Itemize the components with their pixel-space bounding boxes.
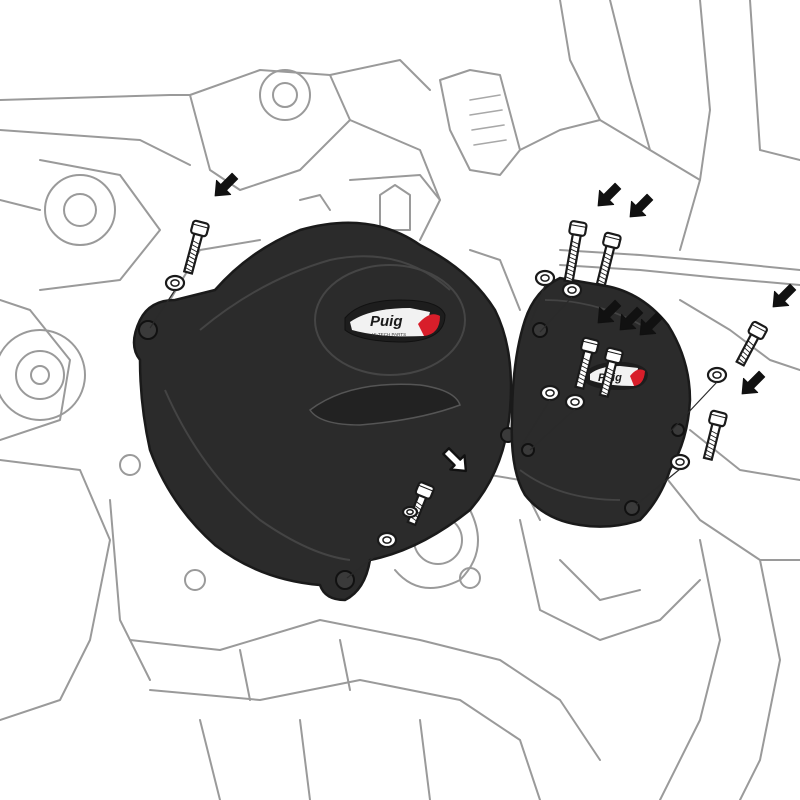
leader-line: [149, 289, 176, 329]
bolt-icon: [735, 320, 768, 367]
bolt-icon: [598, 346, 624, 399]
washer-icon: [564, 393, 586, 411]
leader-line: [519, 399, 551, 449]
washer-icon: [539, 384, 561, 402]
arrow-down-left-icon: [214, 172, 239, 197]
leader-line: [527, 284, 546, 331]
arrow-down-left-icon: [639, 311, 664, 336]
washer-icon: [534, 269, 556, 287]
bolt-icon: [574, 336, 600, 390]
arrow-down-left-icon: [772, 283, 797, 308]
leader-line: [539, 296, 573, 333]
arrow-down-left-icon: [597, 182, 622, 207]
bolt-icon: [702, 409, 728, 462]
washer-icon: [164, 274, 186, 292]
brand-logo-main-text: Puig: [370, 313, 403, 330]
mounting-hardware: [149, 219, 768, 579]
washer-icon: [706, 366, 728, 384]
bolt-icon: [595, 231, 622, 287]
clutch-cover: [132, 221, 516, 602]
direction-arrows: [214, 172, 797, 473]
bolt-icon: [182, 219, 210, 275]
brand-logo-main-subtext: HI-TECH PARTS: [372, 332, 406, 337]
washer-icon: [561, 281, 583, 299]
washer-icon: [376, 531, 398, 549]
washer-icon: [401, 505, 419, 519]
arrow-down-right-icon: [442, 447, 468, 473]
bolt-icon: [563, 220, 588, 284]
leader-line: [635, 468, 681, 506]
leader-line: [669, 381, 718, 433]
leader-line: [529, 408, 576, 451]
arrow-down-left-icon: [597, 299, 622, 324]
washer-icon: [669, 453, 691, 471]
arrow-down-left-icon: [619, 306, 644, 331]
arrow-down-left-icon: [629, 193, 654, 218]
arrow-down-left-icon: [741, 370, 766, 395]
leader-line: [346, 546, 388, 579]
brand-logo-main: Puig HI-TECH PARTS: [344, 299, 446, 343]
